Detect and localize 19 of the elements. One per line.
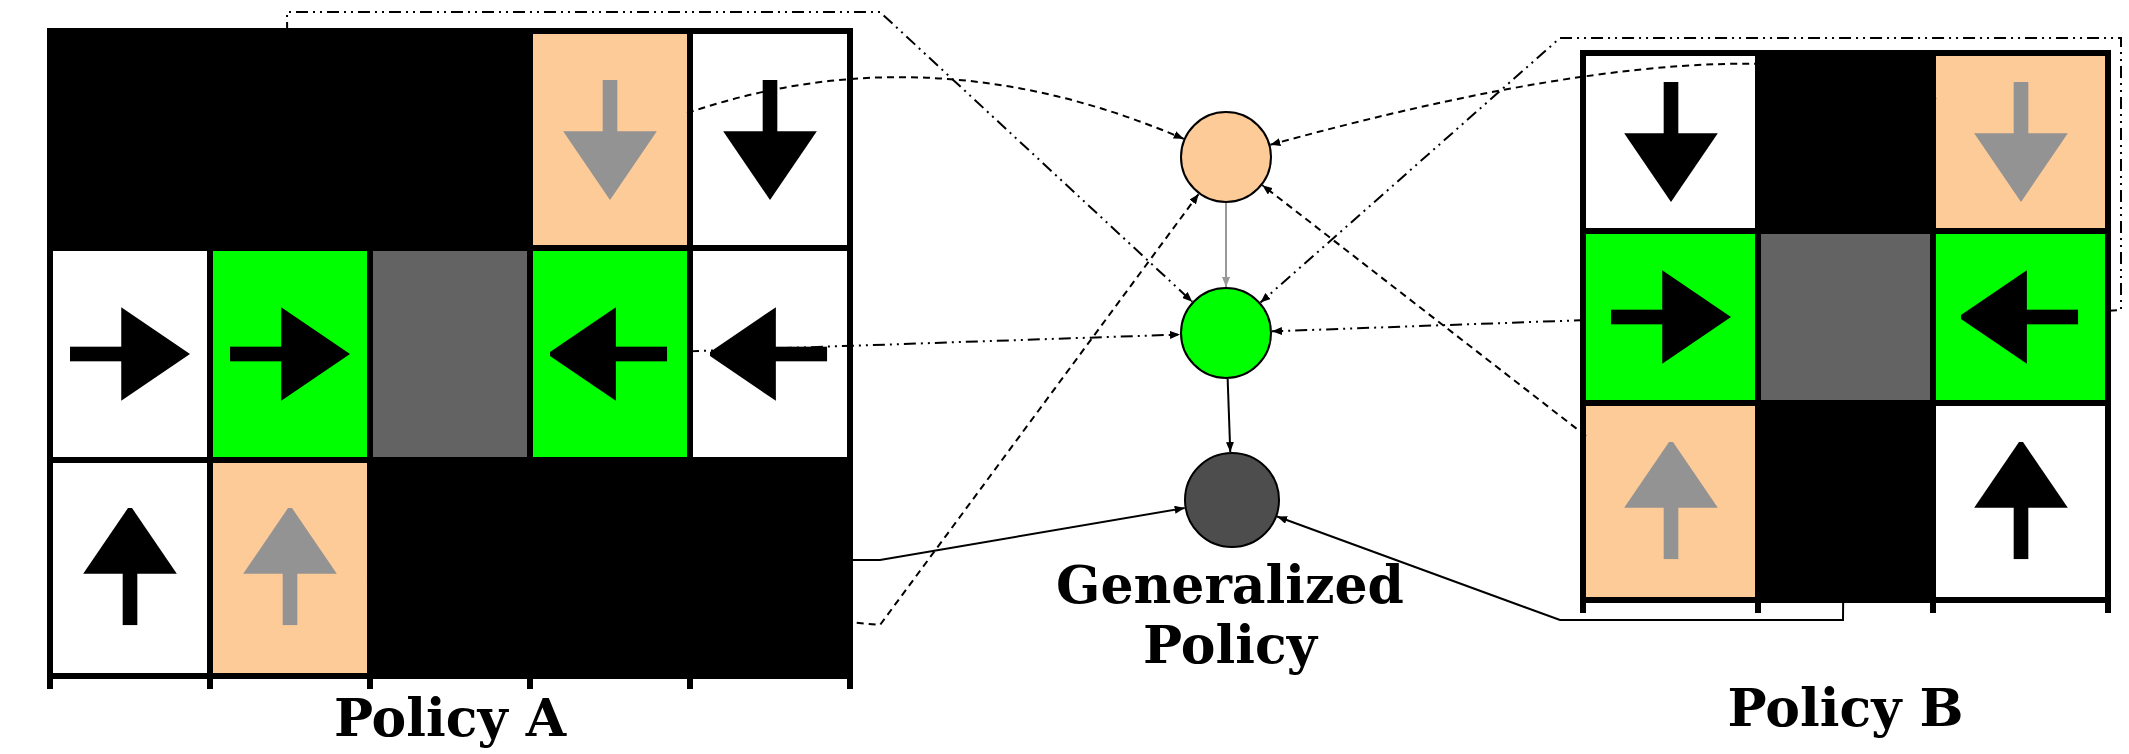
- grid-title: Policy A: [333, 687, 567, 748]
- grid-cell: [373, 251, 527, 457]
- grid-cell: [533, 251, 687, 457]
- grid-cell: [1586, 234, 1755, 400]
- grid-cell: [1936, 56, 2105, 228]
- caption-text: Generalized Policy: [1056, 554, 1404, 675]
- grid-title: Policy B: [1727, 677, 1964, 738]
- grid-cell: [533, 34, 687, 245]
- arrow: [1222, 202, 1230, 288]
- arrow: [286, 11, 1194, 303]
- arrow: [1259, 37, 2122, 313]
- grid-cell: [1761, 234, 1930, 400]
- grid-cell: [213, 463, 367, 673]
- grid-cell: [1936, 234, 2105, 400]
- grid-cell: [213, 251, 367, 457]
- arrow: [366, 193, 1200, 627]
- arrow: [1225, 377, 1234, 454]
- arrow: [686, 76, 1185, 140]
- grid-cell: [1586, 406, 1755, 597]
